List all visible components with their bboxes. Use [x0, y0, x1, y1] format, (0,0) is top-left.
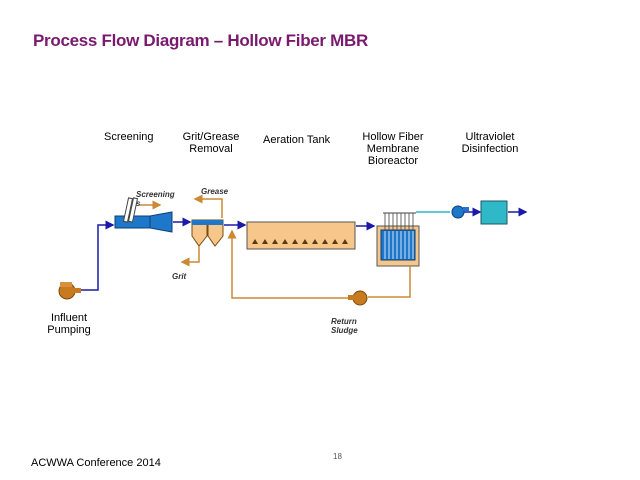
- label-aeration-tank: Aeration Tank: [263, 134, 331, 146]
- uv-disinfection-unit-icon: [480, 200, 508, 225]
- screening-unit-icon: [114, 197, 173, 233]
- influent-pump-icon: [58, 282, 81, 300]
- label-membrane-bioreactor: Hollow Fiber Membrane Bioreactor: [362, 131, 424, 167]
- grit-grease-chamber-icon: [191, 219, 224, 247]
- label-grit-grease-removal: Grit/Grease Removal: [182, 131, 240, 155]
- slide-title: Process Flow Diagram – Hollow Fiber MBR: [33, 31, 368, 50]
- return-sludge-line: [368, 266, 411, 298]
- return-sludge-to-aeration-line: [227, 229, 348, 299]
- influent-flow-line: [81, 220, 115, 291]
- label-screenings: Screening s: [136, 190, 175, 208]
- footer-conference: ACWWA Conference 2014: [31, 457, 161, 469]
- label-grease: Grease: [201, 187, 229, 196]
- label-grit: Grit: [172, 272, 187, 281]
- label-return-sludge: Return Sludge: [331, 317, 358, 335]
- label-uv-disinfection: Ultraviolet Disinfection: [461, 131, 519, 155]
- grease-arrow: [193, 194, 223, 218]
- label-influent-pumping: Influent Pumping: [47, 312, 91, 336]
- page-number: 18: [333, 452, 342, 461]
- aeration-tank-icon: [246, 221, 356, 250]
- grit-arrow: [180, 246, 200, 267]
- uv-feed-pump-icon: [451, 205, 469, 219]
- return-sludge-pump-icon: [348, 290, 368, 306]
- label-screening: Screening: [104, 131, 154, 143]
- membrane-bioreactor-icon: [376, 212, 420, 267]
